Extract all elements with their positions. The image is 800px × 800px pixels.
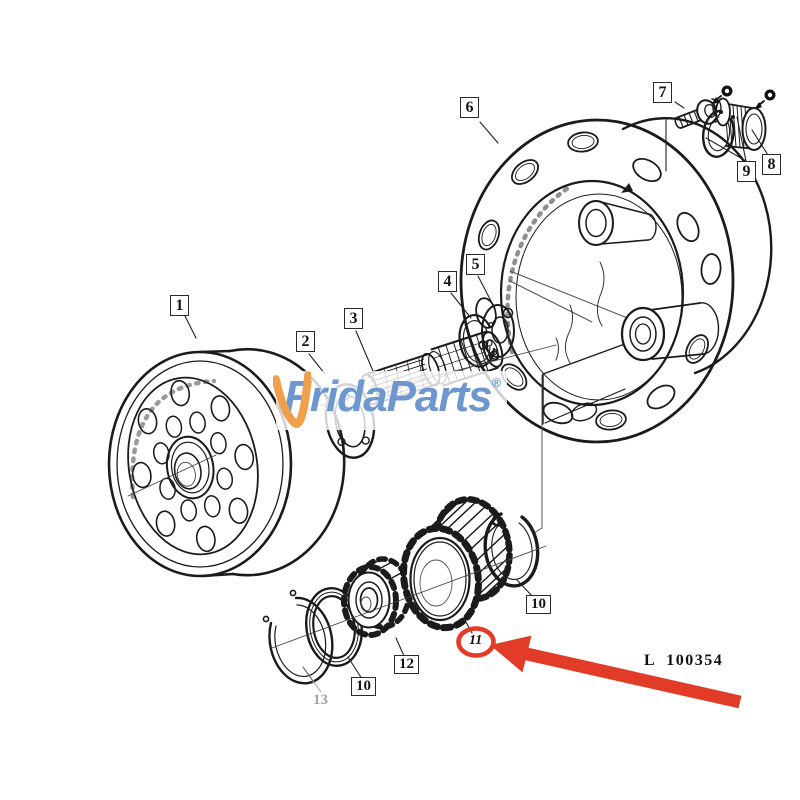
grease-point-icon xyxy=(754,89,776,110)
part-label-4: 4 xyxy=(438,271,457,292)
highlight-circle xyxy=(456,626,496,658)
registered-trademark-icon: ® xyxy=(491,375,502,390)
watermark-logo: Frida Parts ® xyxy=(273,371,508,430)
part-label-1: 1 xyxy=(170,295,189,316)
part-label-5: 5 xyxy=(466,254,485,275)
part-label-12: 12 xyxy=(394,655,419,674)
part-label-9: 9 xyxy=(737,161,756,182)
bolt-hole-arrow-mark xyxy=(621,183,633,193)
part-12-pinion-gear xyxy=(341,556,412,638)
part-label-2: 2 xyxy=(296,331,315,352)
part-13-snap-ring xyxy=(262,589,334,685)
part-5-thrust-plate xyxy=(478,304,515,362)
part-label-3: 3 xyxy=(344,308,363,329)
part-10-ring-upper xyxy=(483,512,540,588)
part-label-11-highlighted: 11 xyxy=(469,633,483,648)
part-9-snap-ring xyxy=(701,109,735,158)
part-6-hub-housing xyxy=(459,117,773,534)
part-8-bushing xyxy=(712,97,767,151)
part-label-8: 8 xyxy=(762,154,781,175)
highlight-annotation xyxy=(456,626,742,709)
part-label-7: 7 xyxy=(653,82,672,103)
part-label-6: 6 xyxy=(460,97,479,118)
red-arrow xyxy=(490,635,742,709)
part-label-10-upper: 10 xyxy=(526,595,551,614)
part-1-planetary-carrier-drum xyxy=(107,347,346,578)
watermark-text-end: Parts xyxy=(386,372,493,421)
part-label-13-faded: 13 xyxy=(313,692,328,708)
part-label-10-lower: 10 xyxy=(351,677,376,696)
drawing-reference-number: L 100354 xyxy=(644,652,724,669)
orange-swoosh-icon xyxy=(273,371,311,428)
leader-lines xyxy=(183,101,769,693)
